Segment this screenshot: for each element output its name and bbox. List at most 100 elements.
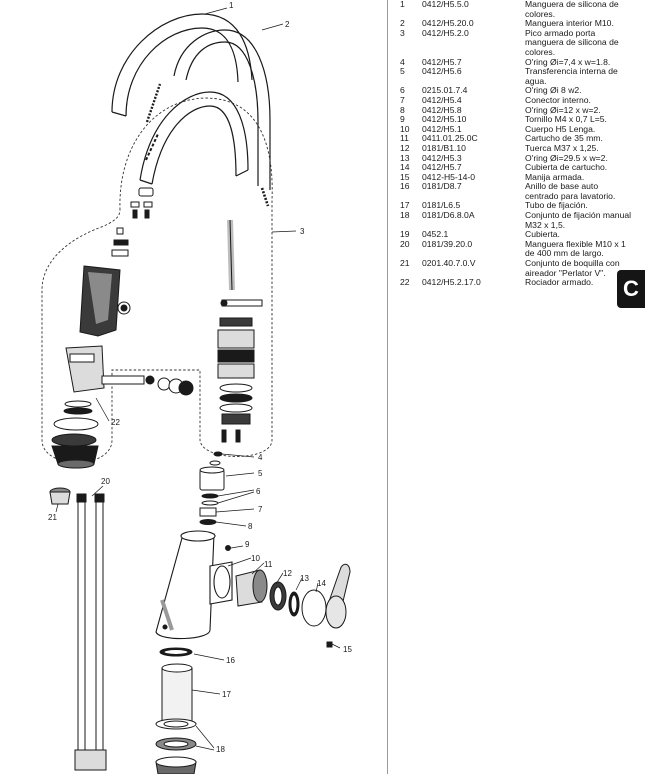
part-row: 4 0412/H5.7 O'ring Øi=7,4 x w=1.8. [400,56,632,68]
part-1-silicone-hose [111,13,253,123]
callout-labels: 1 2 3 4 5 6 7 8 9 10 11 12 13 14 15 16 1… [48,1,352,754]
part-description: Manguera interior M10. [525,18,614,29]
part-description: O'ring Øi 8 w2. [525,85,582,96]
part-description: Conector interno. [525,94,591,105]
callout-5: 5 [258,469,263,478]
spray-head-components [51,227,194,469]
part-description: Pico armado porta manguera de silicona d… [525,27,619,57]
part-number: 4 [400,56,405,67]
part-description: Tubo de fijación. [525,200,588,211]
part-number: 14 [400,162,410,173]
part-number: 22 [400,277,410,288]
part-code: 0181/L6.5 [422,200,461,211]
callout-9: 9 [245,540,250,549]
callout-21: 21 [48,513,57,522]
part-code: 0412/H5.2.0 [422,27,469,38]
part-code: 0412/H5.7 [422,162,462,173]
part-number: 17 [400,200,410,211]
part-code: 0412/H5.3 [422,152,462,163]
part-number: 2 [400,18,405,29]
part-number: 18 [400,210,410,221]
part-number: 13 [400,152,410,163]
parts-list: 1 0412/H5.5.0 Manguera de silicona de colo… [400,0,632,288]
part-code: 0181/39.20.0 [422,238,473,249]
part-row: 2 0412/H5.20.0 Manguera interior M10. [400,19,632,29]
callout-10: 10 [251,554,260,563]
part-row: 1 0412/H5.5.0 Manguera de silicona de colo… [400,0,632,19]
section-tab: C [617,270,645,308]
callout-14: 14 [317,579,326,588]
part-number: 5 [400,66,405,77]
part-code: 0411.01.25.0C [422,133,478,144]
part-description: Tornillo M4 x 0,7 L=5. [525,114,607,125]
callout-6: 6 [256,487,261,496]
part-row: 7 0412/H5.4 Conector interno. [400,94,632,106]
callout-18: 18 [216,745,225,754]
part-row: 17 0181/L6.5 Tubo de fijación. [400,201,632,211]
callout-13: 13 [300,574,309,583]
part-description: Manguera flexible M10 x 1 de 400 mm de l… [525,238,626,259]
callout-2: 2 [285,20,290,29]
part-description: Tuerca M37 x 1,25. [525,142,599,153]
part-code: 0412/H5.5.0 [422,0,469,9]
part-description: Conjunto de boquilla con aireador "Perla… [525,258,620,278]
part-21-aerator-nozzle [49,487,71,505]
part-code: 0452.1 [422,229,449,240]
part-description: Conjunto de fijación manual M32 x 1,5. [525,210,632,230]
part-description: Cuerpo H5 Lenga. [525,123,596,134]
part-code: 0412-H5-14-0 [422,171,476,182]
part-code: 0201.40.7.0.V [422,258,476,269]
part-code: 0412/H5.20.0 [422,18,474,29]
part-number: 12 [400,142,410,153]
part-description: Transferencia interna de agua. [525,66,618,86]
part-number: 1 [400,0,405,9]
part-description: Manija armada. [525,171,585,182]
part-row: 18 0181/D6.8.0A Conjunto de fijación manua… [400,210,632,230]
callout-11: 11 [264,560,273,569]
part-number: 16 [400,181,410,192]
part-10-body [155,530,233,640]
part-description: Manguera de silicona de colores. [525,0,619,19]
part-row: 16 0181/D8.7 Anillo de base auto centrado … [400,181,632,201]
leader-lines [55,7,341,751]
part-row: 12 0181/B1.10 Tuerca M37 x 1,25. [400,142,632,154]
callout-22: 22 [111,418,120,427]
callout-3: 3 [300,227,305,236]
base-fixing-parts-16-18 [155,647,197,774]
part-code: 0181/D6.8.0A [422,210,475,221]
part-code: 0412/H5.8 [422,104,462,115]
connector-stack-parts-4-8 [199,451,231,551]
part-code: 0412/H5.7 [422,56,462,67]
part-number: 8 [400,104,405,115]
part-number: 7 [400,94,405,105]
part-code: 0181/D8.7 [422,181,462,192]
callout-12: 12 [283,569,292,578]
part-code: 0412/H5.10 [422,114,467,125]
part-number: 19 [400,229,410,240]
callout-8: 8 [248,522,253,531]
part-description: O'ring Øi=7,4 x w=1.8. [525,56,611,67]
part-number: 9 [400,114,405,125]
part-number: 11 [400,133,409,144]
exploded-view-diagram: 1 2 3 4 5 6 7 8 9 10 11 12 13 14 15 16 1… [41,1,352,774]
part-code: 0412/H5.4 [422,94,462,105]
callout-17: 17 [222,690,231,699]
part-number: 10 [400,123,410,134]
part-2-inner-hose [173,29,271,207]
part-description: Anillo de base auto centrado para lavato… [525,181,616,201]
part-description: Cartucho de 35 mm. [525,133,603,144]
spout-arc [139,91,249,185]
callout-15: 15 [343,645,352,654]
callout-7: 7 [258,505,263,514]
callout-4: 4 [258,453,263,462]
part-code: 0181/B1.10 [422,142,466,153]
